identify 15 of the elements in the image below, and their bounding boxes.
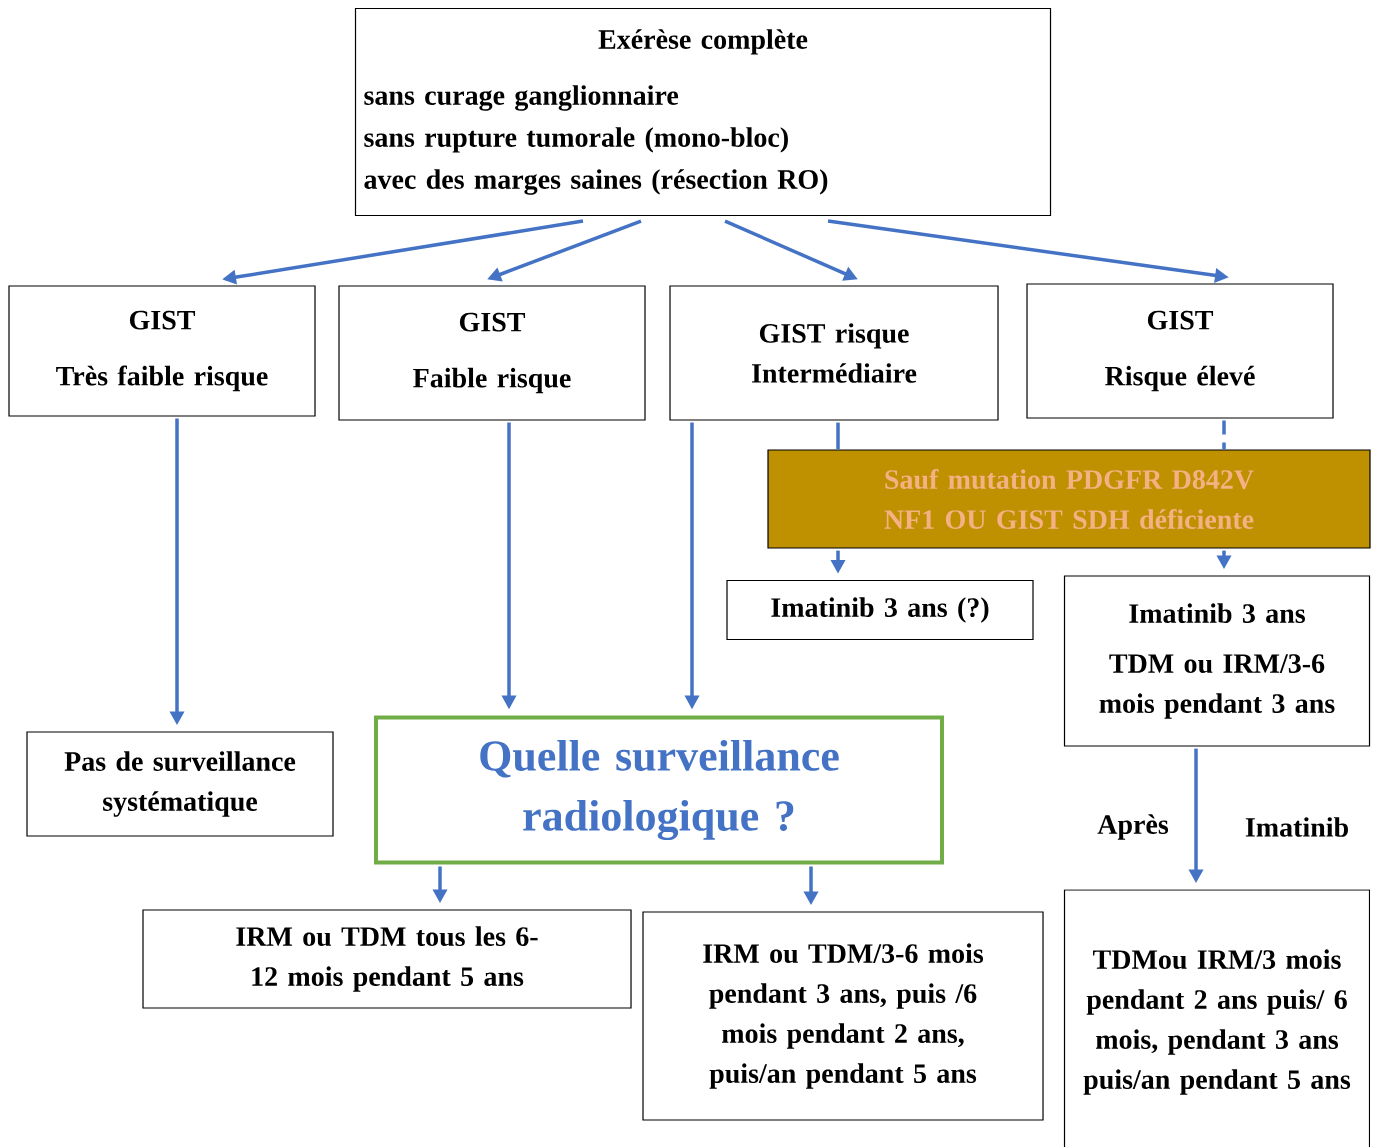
side-label: Imatinib (1245, 817, 1348, 837)
process-box: Pas de surveillance systématique (26, 731, 334, 837)
question-box: Quelle surveillance radiologique ? (374, 715, 944, 865)
process-box: GIST Risque élevé (1026, 283, 1334, 419)
process-box: GIST Faible risque (338, 285, 646, 421)
process-box: TDMou IRM/3 mois pendant 2 ans puis/ 6 mois, pendant 3 ans puis/an pendant 5 ans (1063, 889, 1371, 1147)
process-box: IRM ou TDM/3-6 mois pendant 3 ans, puis /6 mois pendant 2 ans, puis/an pendant 5 ans (642, 911, 1044, 1121)
process-box: Imatinib 3 ans TDM ou IRM/3-6 mois pendant 3 ans (1063, 575, 1371, 747)
process-box: Exérèse complète sans curage ganglionnaire sans rupture tumorale (mono-bloc) avec des marges saines (résection RO) (354, 7, 1052, 217)
process-box: Imatinib 3 ans (?) (726, 579, 1034, 641)
info-band: Sauf mutation PDGFR D842V NF1 OU GIST SDH déficiente (767, 449, 1371, 549)
process-box: GIST risque Intermédiaire (669, 285, 999, 421)
side-label: Après (1097, 814, 1169, 840)
process-box: GIST Très faible risque (8, 285, 316, 417)
process-box: IRM ou TDM tous les 6-12 mois pendant 5 ans (142, 909, 632, 1009)
